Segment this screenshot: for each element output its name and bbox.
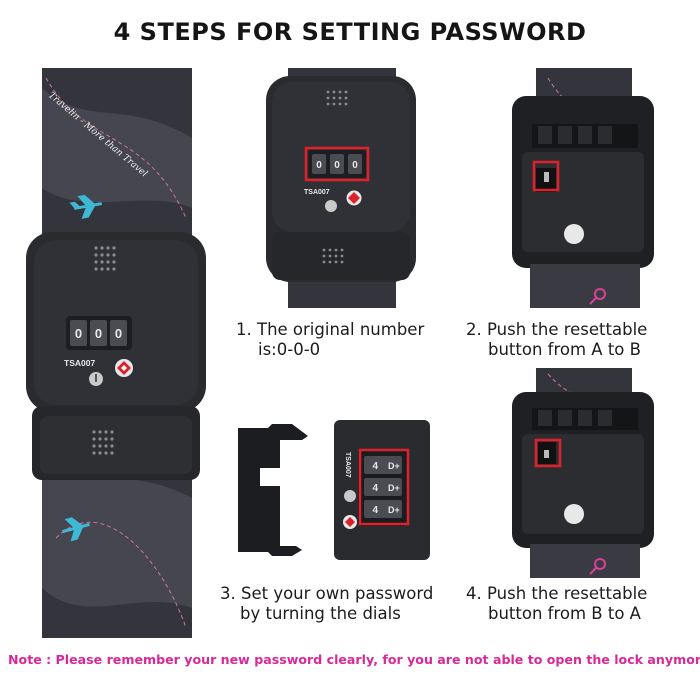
step4-lock-back-illustration <box>512 368 654 578</box>
keyhole-icon <box>325 200 337 212</box>
location-pin-icon <box>589 558 606 575</box>
note-text: Note : Please remember your new password… <box>8 652 700 667</box>
step2-caption: 2. Push the resettable button from A to … <box>466 320 647 360</box>
step1-line1: 1. The original number <box>236 320 425 339</box>
reset-button <box>544 450 549 458</box>
keyhole-icon <box>344 490 356 502</box>
dial-digit: 0 <box>75 326 82 341</box>
svg-text:D+: D+ <box>388 483 400 493</box>
plane-icon <box>69 194 103 219</box>
step2-lock-back-illustration <box>512 68 654 308</box>
model-label: TSA007 <box>64 358 95 368</box>
dial-digit: 0 <box>95 326 102 341</box>
tsa-diamond-icon <box>346 190 362 206</box>
highlight-box <box>532 160 560 192</box>
step3-line1: 3. Set your own password <box>220 584 434 603</box>
tsa-diamond-icon <box>343 515 357 529</box>
highlight-box <box>358 448 410 526</box>
dial-window: 0 0 0 <box>70 320 127 346</box>
dial-digit: 0 <box>334 160 340 171</box>
location-pin-icon <box>589 288 606 305</box>
svg-text:D+: D+ <box>388 505 400 515</box>
dial-digit: 4 <box>372 505 378 516</box>
dial-digit: 4 <box>372 483 378 494</box>
step1-caption: 1. The original number is:0-0-0 <box>236 320 424 360</box>
dial-digit: 0 <box>115 326 122 341</box>
step3-line2: by turning the dials <box>240 604 401 623</box>
step4-caption: 4. Push the resettable button from B to … <box>466 584 647 624</box>
page-title: 4 STEPS FOR SETTING PASSWORD <box>113 18 587 46</box>
plane-icon <box>62 517 90 542</box>
dial-digit: 0 <box>352 160 358 171</box>
model-label: TSA007 <box>344 452 351 478</box>
lock-strap-illustration: Travelin - More than Travel 0 0 0 TSA007 <box>26 68 206 638</box>
dial-digit: 4 <box>372 461 378 472</box>
step4-line2: button from B to A <box>488 604 641 623</box>
step3-caption: 3. Set your own password by turning the … <box>220 584 433 624</box>
step2-line2: button from A to B <box>488 340 641 359</box>
highlight-box <box>534 438 562 468</box>
step2-line1: 2. Push the resettable <box>466 320 648 339</box>
model-label: TSA007 <box>304 189 330 196</box>
reset-button <box>544 172 549 182</box>
step1-lock-illustration: 0 0 0 TSA007 <box>266 68 416 308</box>
svg-text:D+: D+ <box>388 461 400 471</box>
step4-line1: 4. Push the resettable <box>466 584 648 603</box>
step1-line2: is:0-0-0 <box>258 340 321 359</box>
tsa-diamond-icon <box>115 359 133 377</box>
step3-lock-open-illustration: 4 4 4 D+ D+ D+ TSA007 <box>238 420 430 560</box>
highlight-box <box>304 146 370 182</box>
dial-digit: 0 <box>316 160 322 171</box>
